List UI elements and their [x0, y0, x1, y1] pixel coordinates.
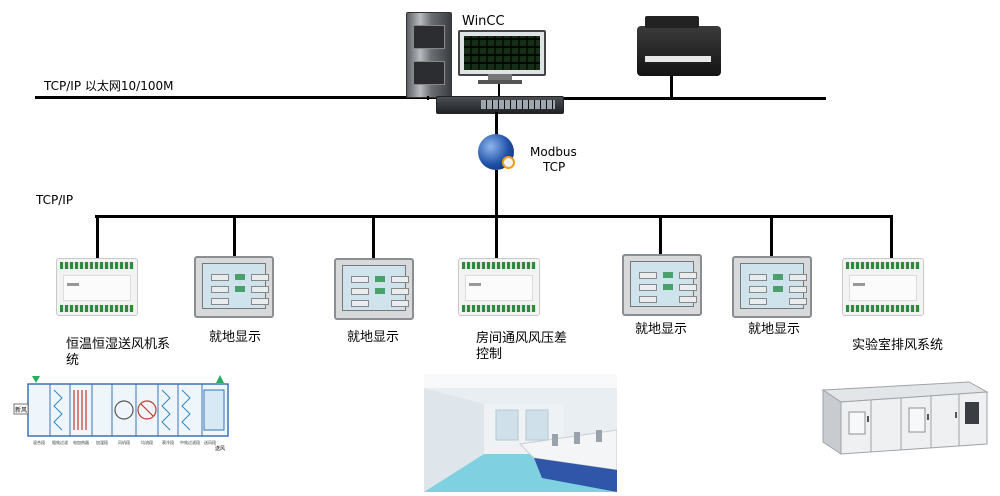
ahu-section-label: 风机段 — [118, 439, 130, 445]
ahu-out-label: 送风 — [215, 445, 225, 452]
ahu-section-label: 电加热器 — [73, 439, 89, 445]
device-label-2: 就地显示 — [209, 330, 262, 345]
server-link — [427, 96, 429, 100]
monitor-link — [498, 84, 500, 96]
monitor-stand — [488, 74, 512, 80]
drop-4 — [495, 216, 498, 258]
drop-3 — [372, 216, 375, 258]
device-label-3: 就地显示 — [347, 330, 400, 345]
drop-6 — [770, 216, 773, 256]
modbus-label-line2: TCP — [543, 160, 566, 174]
ahu-section-label: 粗效过滤 — [52, 439, 68, 445]
ethernet-switch-icon — [436, 96, 564, 114]
monitor-icon — [458, 30, 546, 76]
printer-icon — [637, 16, 721, 76]
browser-e-icon — [502, 156, 515, 169]
controller-icon — [842, 258, 924, 316]
laboratory-photo — [424, 374, 617, 492]
hmi-panel-icon — [622, 254, 702, 316]
fieldbus-line — [95, 215, 893, 218]
ahu-schematic-image: 新风 送风 混合段 粗效过滤 电加热器 加湿段 风机段 均流段 表冷段 中效过滤… — [13, 375, 229, 452]
wincc-label: WinCC — [462, 14, 505, 29]
ethernet-backbone-right — [560, 97, 826, 100]
ethernet-backbone-left — [35, 96, 439, 99]
backbone-label: TCP/IP 以太网10/100M — [44, 79, 174, 93]
drop-1 — [96, 216, 99, 258]
hmi-panel-icon — [194, 256, 274, 318]
printer-link — [670, 76, 673, 99]
ahu-in-label: 新风 — [15, 406, 27, 414]
device-label-5: 就地显示 — [635, 322, 688, 337]
hmi-panel-icon — [334, 258, 414, 320]
globe-to-fieldbus-link — [495, 170, 498, 216]
exhaust-unit-photo — [821, 381, 989, 455]
fieldbus-label: TCP/IP — [36, 193, 74, 207]
drop-5 — [659, 216, 662, 254]
server-icon — [406, 12, 452, 98]
controller-icon — [56, 258, 138, 316]
drop-7 — [890, 216, 893, 258]
device-label-4: 房间通风风压差控制 — [476, 331, 568, 362]
device-label-1: 恒温恒湿送风机系统 — [66, 337, 171, 368]
ahu-section-label: 中效过滤段 — [180, 439, 200, 445]
device-label-7: 实验室排风系统 — [852, 338, 944, 353]
hmi-panel-icon — [732, 256, 812, 318]
drop-2 — [233, 216, 236, 256]
ahu-section-label: 混合段 — [33, 439, 45, 445]
switch-to-globe-link — [495, 112, 498, 136]
ahu-section-label: 表冷段 — [162, 439, 174, 445]
monitor-base — [478, 80, 522, 84]
modbus-label-line1: Modbus — [530, 145, 577, 159]
ahu-section-label: 送风段 — [204, 439, 216, 445]
ahu-section-label: 加湿段 — [96, 439, 108, 445]
ahu-section-label: 均流段 — [141, 439, 153, 445]
controller-icon — [458, 258, 540, 316]
device-label-6: 就地显示 — [748, 322, 801, 337]
